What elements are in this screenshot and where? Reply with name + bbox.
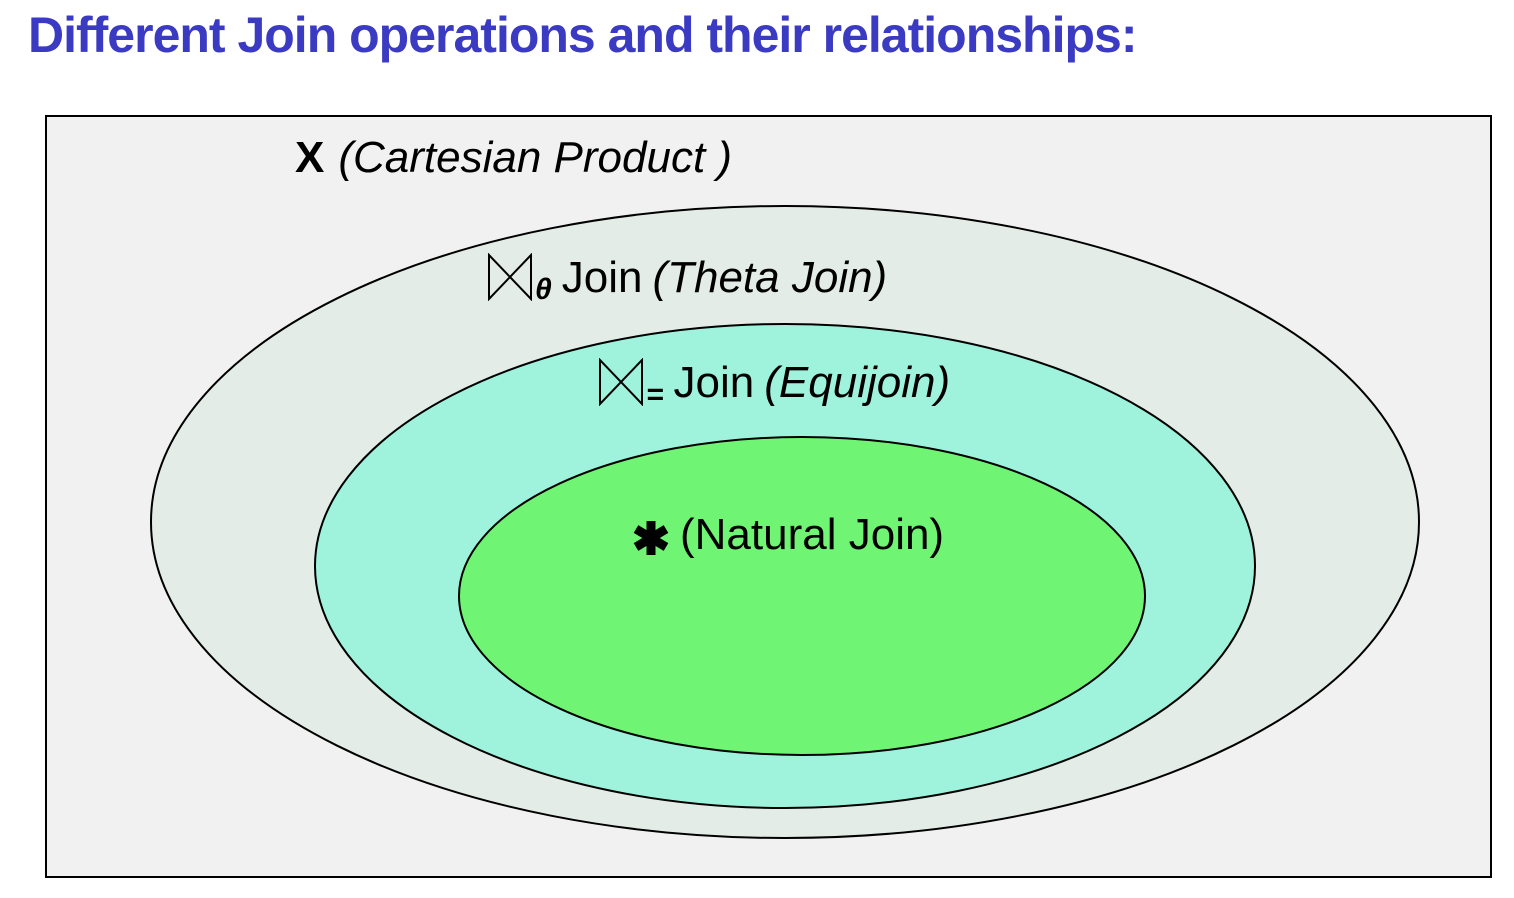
equijoin-label: = Join (Equijoin)	[598, 358, 950, 410]
join-relationships-diagram: X (Cartesian Product ) θ Join (Theta Joi…	[45, 115, 1492, 878]
natural-join-label: (Natural Join)	[632, 510, 944, 560]
natural-join-ellipse	[458, 436, 1146, 756]
cartesian-product-label: X (Cartesian Product )	[295, 133, 732, 183]
theta-join-text-italic: (Theta Join)	[652, 253, 888, 302]
theta-subscript: θ	[535, 273, 552, 306]
asterisk-icon	[633, 521, 669, 555]
bowtie-join-icon	[488, 253, 532, 301]
bowtie-join-icon	[599, 358, 643, 406]
natural-join-text: (Natural Join)	[680, 510, 945, 559]
equijoin-text: Join	[673, 358, 755, 407]
theta-join-text: Join	[561, 253, 643, 302]
cartesian-label-text: (Cartesian Product )	[338, 133, 733, 182]
nested-ellipses	[150, 205, 1420, 839]
theta-join-label: θ Join (Theta Join)	[487, 253, 887, 305]
page-title: Different Join operations and their rela…	[28, 7, 1137, 63]
equijoin-text-italic: (Equijoin)	[764, 358, 951, 407]
cartesian-symbol: X	[295, 133, 325, 182]
equals-subscript: =	[646, 378, 664, 411]
